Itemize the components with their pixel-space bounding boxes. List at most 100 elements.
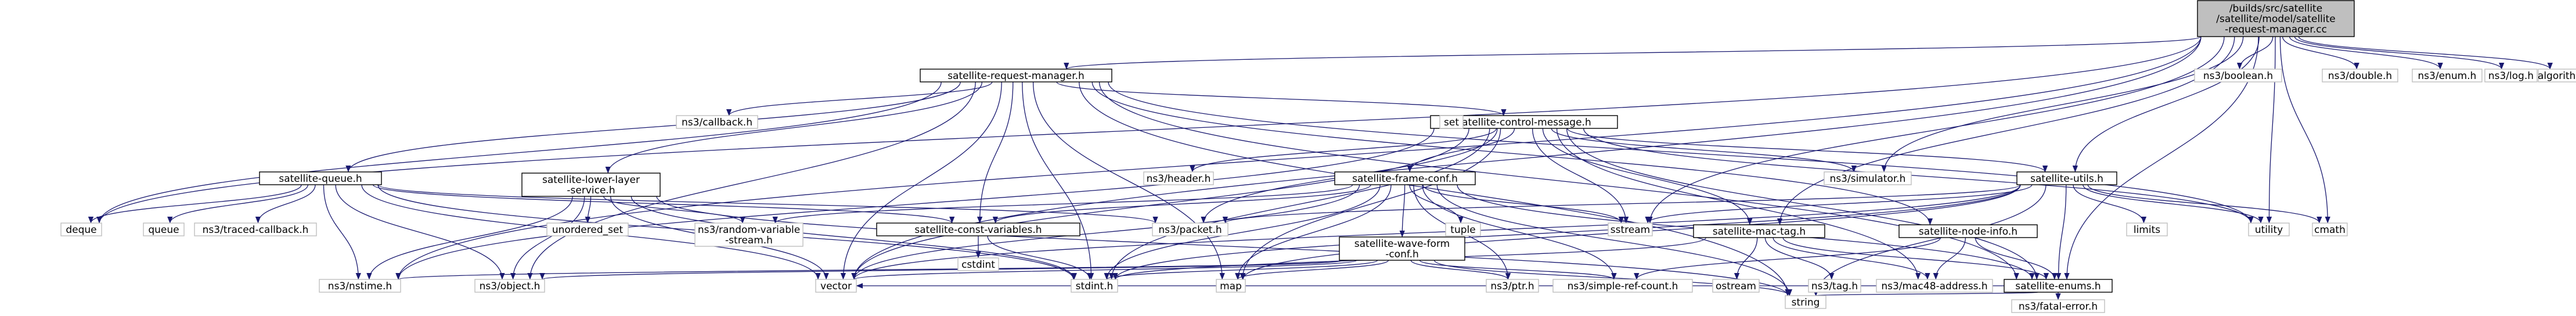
edge-su-to-pkt [1223, 184, 2021, 224]
edge-smt-to-se [1782, 237, 2049, 280]
include-node[interactable]: ns3/tag.h [1808, 279, 1861, 293]
edge-sfc-to-map [1235, 184, 1392, 280]
include-node[interactable]: satellite-node-info.h [1898, 224, 2038, 238]
include-node[interactable]: cstdint [957, 257, 999, 271]
include-node[interactable]: algorithm [2538, 69, 2576, 82]
include-node[interactable]: ns3/simple-ref-count.h [1552, 279, 1693, 293]
include-node[interactable]: ns3/log.h [2484, 69, 2538, 82]
edge-scm-to-su [1567, 128, 2048, 173]
edge-root-to-utility [2266, 36, 2276, 224]
edge-swf-to-src [1419, 260, 1617, 280]
node-box [474, 279, 545, 293]
include-node[interactable]: ns3/packet.h [1152, 222, 1228, 236]
node-label: satellite-mac-tag.h [1713, 226, 1806, 238]
edge-smt-to-mac48 [1772, 237, 1930, 280]
node-box [1143, 171, 1214, 185]
node-label: stdint.h [1076, 281, 1114, 292]
node-label: ns3/object.h [480, 281, 541, 292]
include-node[interactable]: satellite-const-variables.h [876, 222, 1080, 236]
edge-scm-to-sstr [1532, 128, 1629, 224]
edge-sni-to-mac48 [1933, 237, 1966, 280]
include-node[interactable]: satellite-lower-layer-service.h [521, 173, 661, 197]
edge-scm-to-stdint [1108, 128, 1490, 280]
edge-root-to-algo [2298, 36, 2553, 70]
node-label: ns3/boolean.h [2203, 70, 2273, 82]
node-label: ns3/simple-ref-count.h [1568, 281, 1678, 292]
edge-root-to-nstime [395, 36, 2202, 280]
node-label: -stream.h [725, 235, 773, 246]
edge-srm-to-utility [1108, 81, 2254, 224]
include-node[interactable]: map [1216, 279, 1246, 293]
node-box [1808, 279, 1861, 293]
include-node[interactable]: satellite-queue.h [259, 171, 382, 185]
edge-scm-to-mac48 [1556, 128, 1921, 280]
include-node[interactable]: satellite-enums.h [2004, 279, 2113, 293]
node-label: utility [2255, 224, 2283, 236]
include-node[interactable]: ns3/ptr.h [1486, 279, 1539, 293]
include-node[interactable]: set [1439, 115, 1464, 129]
node-label: queue [148, 224, 179, 236]
edge-scm-to-nstime [395, 128, 1435, 280]
node-label: tuple [1450, 224, 1475, 236]
edge-su-to-limits [2073, 184, 2147, 224]
node-box [876, 222, 1080, 236]
include-node[interactable]: satellite-utils.h [2016, 171, 2117, 185]
edge-scm-to-sim [1551, 128, 1857, 173]
include-node[interactable]: limits [2126, 222, 2168, 236]
include-node[interactable]: utility [2248, 222, 2290, 236]
include-node[interactable]: ns3/random-variable-stream.h [694, 222, 804, 247]
node-label: ns3/fatal-error.h [2019, 301, 2098, 313]
edge-srm-to-scm [1056, 81, 1507, 116]
node-box [1445, 222, 1481, 236]
edge-su-to-stdint [1112, 184, 2021, 280]
include-node[interactable]: satellite-frame-conf.h [1334, 171, 1476, 185]
include-node[interactable]: ns3/object.h [474, 279, 545, 293]
include-node[interactable]: sstream [1608, 222, 1653, 236]
include-node[interactable]: ns3/nstime.h [319, 279, 401, 293]
include-node[interactable]: ns3/traced-callback.h [194, 222, 317, 236]
edge-su-to-vector [851, 184, 2021, 280]
include-node[interactable]: satellite-control-message.h [1430, 115, 1618, 129]
edge-scm-to-sfc [1407, 128, 1515, 173]
edge-srm-to-scv [977, 81, 1014, 224]
include-node[interactable]: cmath [2312, 222, 2348, 236]
node-label: limits [2134, 224, 2160, 236]
include-node[interactable]: deque [60, 222, 102, 236]
include-node[interactable]: ns3/mac48-address.h [1876, 279, 1993, 293]
include-node[interactable]: ostream [1712, 279, 1760, 293]
include-node[interactable]: ns3/double.h [2322, 69, 2398, 82]
node-label: /builds/src/satellite [2229, 3, 2322, 15]
include-node[interactable]: ns3/fatal-error.h [2011, 299, 2105, 313]
include-node[interactable]: satellite-mac-tag.h [1693, 224, 1825, 238]
node-box [2484, 69, 2538, 82]
edge-sq-to-queue [167, 184, 309, 224]
edge-su-to-cmath [2087, 184, 2322, 224]
edge-srm-to-sni [1091, 81, 1933, 225]
edge-root-to-cmath [2279, 36, 2330, 224]
edge-sni-to-se [1975, 237, 2058, 280]
include-node[interactable]: tuple [1445, 222, 1481, 236]
include-node[interactable]: string [1785, 295, 1826, 309]
root-file-node[interactable]: /builds/src/satellite/satellite/model/sa… [2197, 0, 2355, 37]
edge-sq-to-pkt [377, 184, 1158, 224]
include-node[interactable]: ns3/boolean.h [2194, 69, 2282, 82]
include-node[interactable]: queue [143, 222, 185, 236]
node-box [2197, 0, 2355, 37]
include-node[interactable]: vector [815, 279, 857, 293]
include-node[interactable]: ns3/callback.h [676, 115, 758, 129]
edge-sfc-to-sstr [1422, 184, 1624, 224]
include-node[interactable]: satellite-request-manager.h [920, 69, 1112, 82]
include-node[interactable]: satellite-wave-form-conf.h [1339, 236, 1465, 261]
node-label: ns3/tag.h [1811, 281, 1858, 292]
node-box [2248, 222, 2290, 236]
node-label: ns3/nstime.h [328, 281, 392, 292]
include-node[interactable]: ns3/enum.h [2412, 69, 2483, 82]
edge-swf-to-ptr [1410, 260, 1511, 280]
edge-root-to-ns3bool [2236, 36, 2274, 70]
include-node[interactable]: ns3/simulator.h [1824, 171, 1912, 185]
include-node[interactable]: ns3/header.h [1143, 171, 1214, 185]
node-box [2312, 222, 2348, 236]
include-node[interactable]: stdint.h [1071, 279, 1118, 293]
node-label: string [1792, 297, 1820, 308]
include-node[interactable]: unordered_set [546, 222, 629, 236]
